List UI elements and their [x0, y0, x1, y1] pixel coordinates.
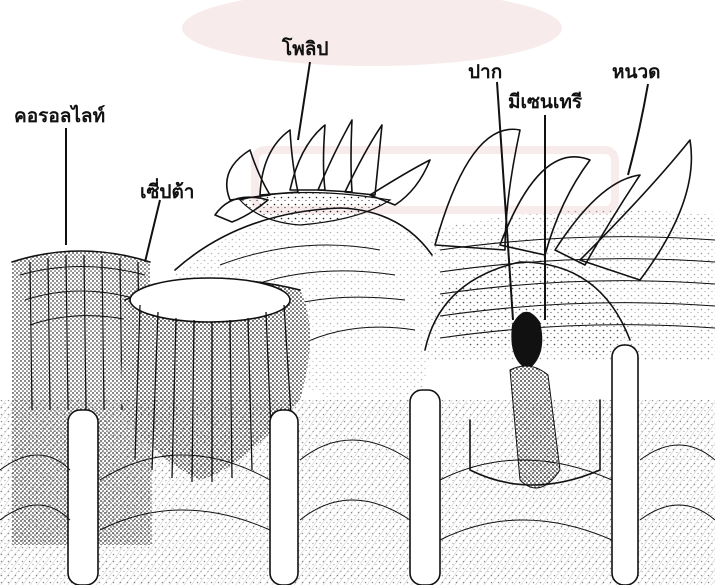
- leader-septa: [145, 200, 160, 262]
- label-septa: เซี่ปต้า: [140, 178, 194, 203]
- label-corallite: คอรอลไลท์: [14, 104, 105, 127]
- leader-polyp: [298, 62, 310, 140]
- label-tentacle: หนวด: [612, 61, 661, 83]
- label-mouth: ปาก: [468, 61, 502, 83]
- leader-tentacle: [628, 84, 648, 175]
- label-polyp: โพลิป: [281, 37, 328, 60]
- label-mesentery: มีเซนเทรี: [508, 91, 583, 113]
